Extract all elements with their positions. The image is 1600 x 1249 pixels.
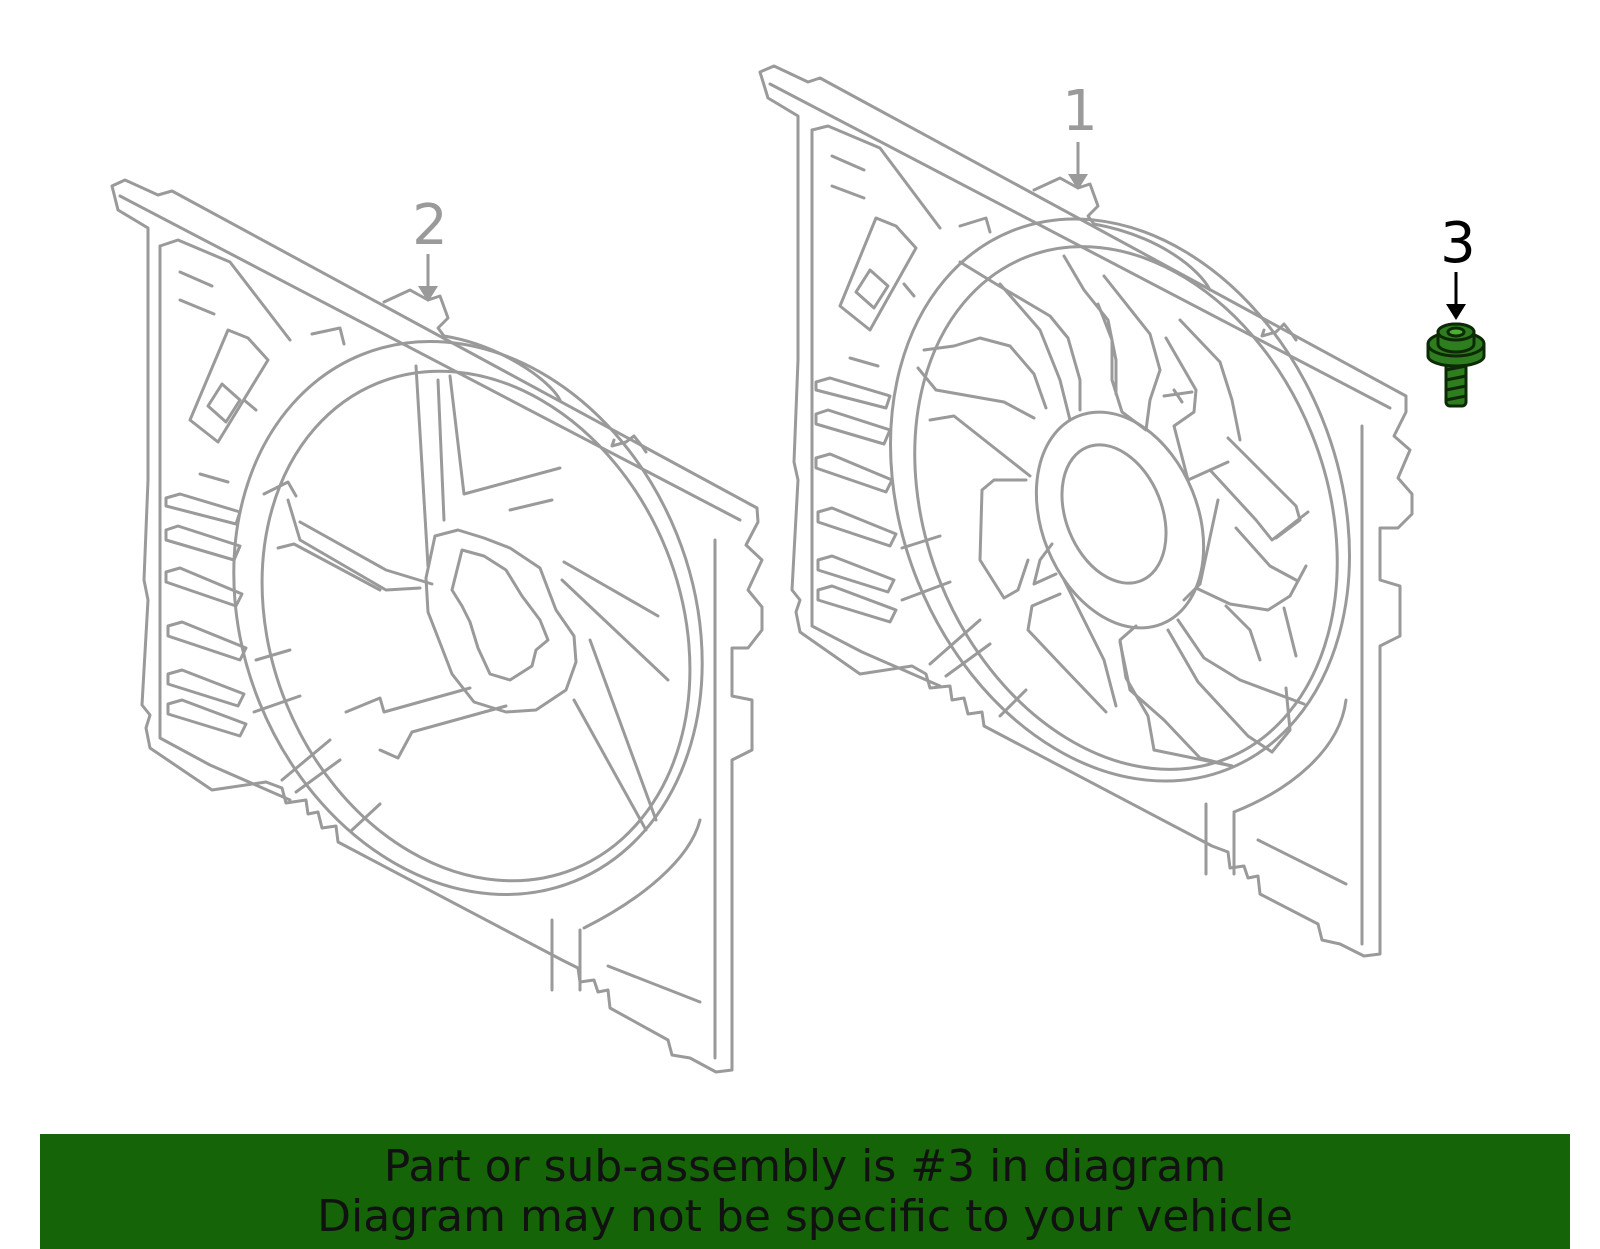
notice-banner: Part or sub-assembly is #3 in diagram Di… xyxy=(40,1134,1570,1249)
leader-arrow-3 xyxy=(1446,272,1466,320)
callout-1[interactable]: 1 xyxy=(1062,79,1098,144)
fan-shroud-frame-part-2[interactable] xyxy=(110,178,783,1074)
leader-arrow-2 xyxy=(418,254,438,302)
banner-line-disclaimer: Diagram may not be specific to your vehi… xyxy=(317,1190,1293,1242)
callout-2[interactable]: 2 xyxy=(412,193,448,258)
banner-line-part-info: Part or sub-assembly is #3 in diagram xyxy=(383,1140,1227,1192)
flange-bolt-part-3[interactable] xyxy=(1426,322,1486,408)
callout-3[interactable]: 3 xyxy=(1440,211,1476,276)
fan-shroud-with-motor-part-1[interactable] xyxy=(758,64,1431,958)
leader-arrow-1 xyxy=(1068,142,1088,190)
